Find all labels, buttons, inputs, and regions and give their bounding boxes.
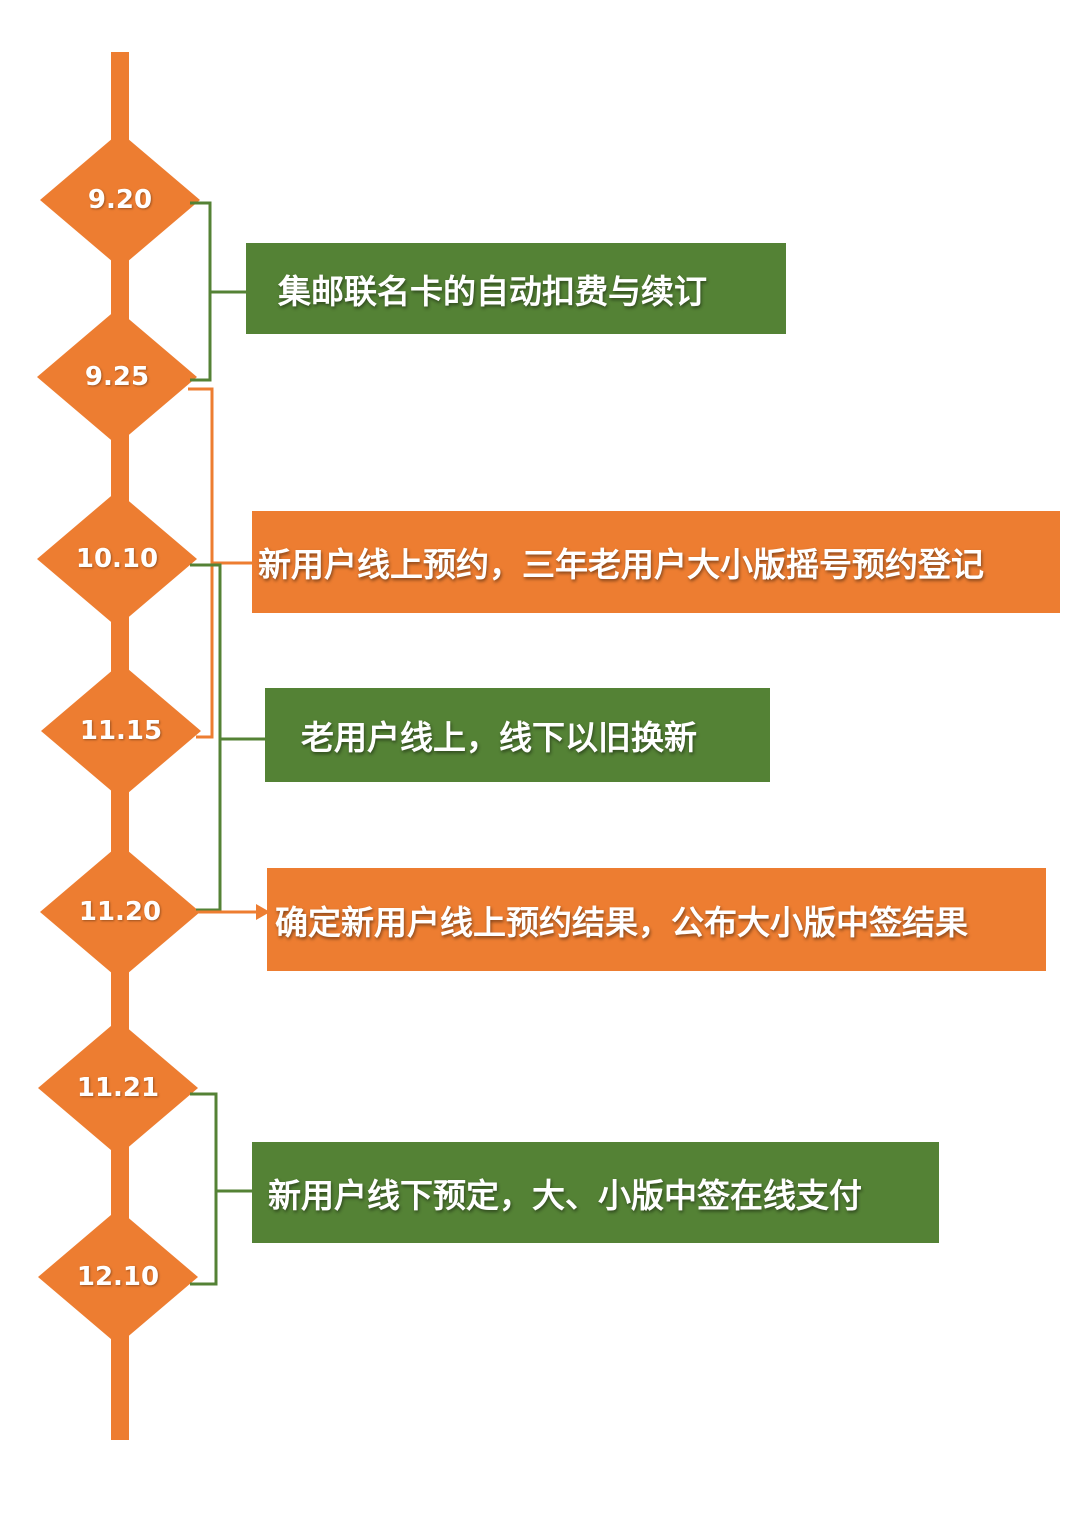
event-box-trade-in: 老用户线上，线下以旧换新 (265, 688, 770, 782)
date-diamond-4 (40, 844, 200, 980)
bracket-online-reservation (188, 387, 252, 739)
date-diamond-3 (41, 663, 201, 799)
bracket-auto-renewal (190, 201, 246, 382)
date-label-2: 10.10 (75, 544, 159, 574)
date-label-5: 11.21 (76, 1073, 160, 1103)
date-label-4: 11.20 (78, 897, 162, 927)
event-box-auto-renewal: 集邮联名卡的自动扣费与续订 (246, 243, 786, 334)
date-label-3: 11.15 (79, 716, 163, 746)
date-diamond-1 (37, 309, 197, 445)
date-label-1: 9.25 (84, 362, 150, 392)
event-box-results: 确定新用户线上预约结果，公布大小版中签结果 (267, 868, 1046, 971)
date-diamond-6 (38, 1209, 198, 1345)
date-label-0: 9.20 (87, 185, 153, 215)
event-box-offline-booking: 新用户线下预定，大、小版中签在线支付 (252, 1142, 939, 1243)
date-diamond-0 (40, 132, 200, 268)
date-label-6: 12.10 (76, 1262, 160, 1292)
arrowhead-results (256, 904, 270, 920)
bracket-trade-in (190, 563, 265, 912)
event-box-online-reservation: 新用户线上预约，三年老用户大小版摇号预约登记 (252, 511, 1060, 613)
date-diamond-5 (38, 1020, 198, 1156)
date-diamond-2 (37, 491, 197, 627)
bracket-offline-booking (190, 1092, 252, 1286)
